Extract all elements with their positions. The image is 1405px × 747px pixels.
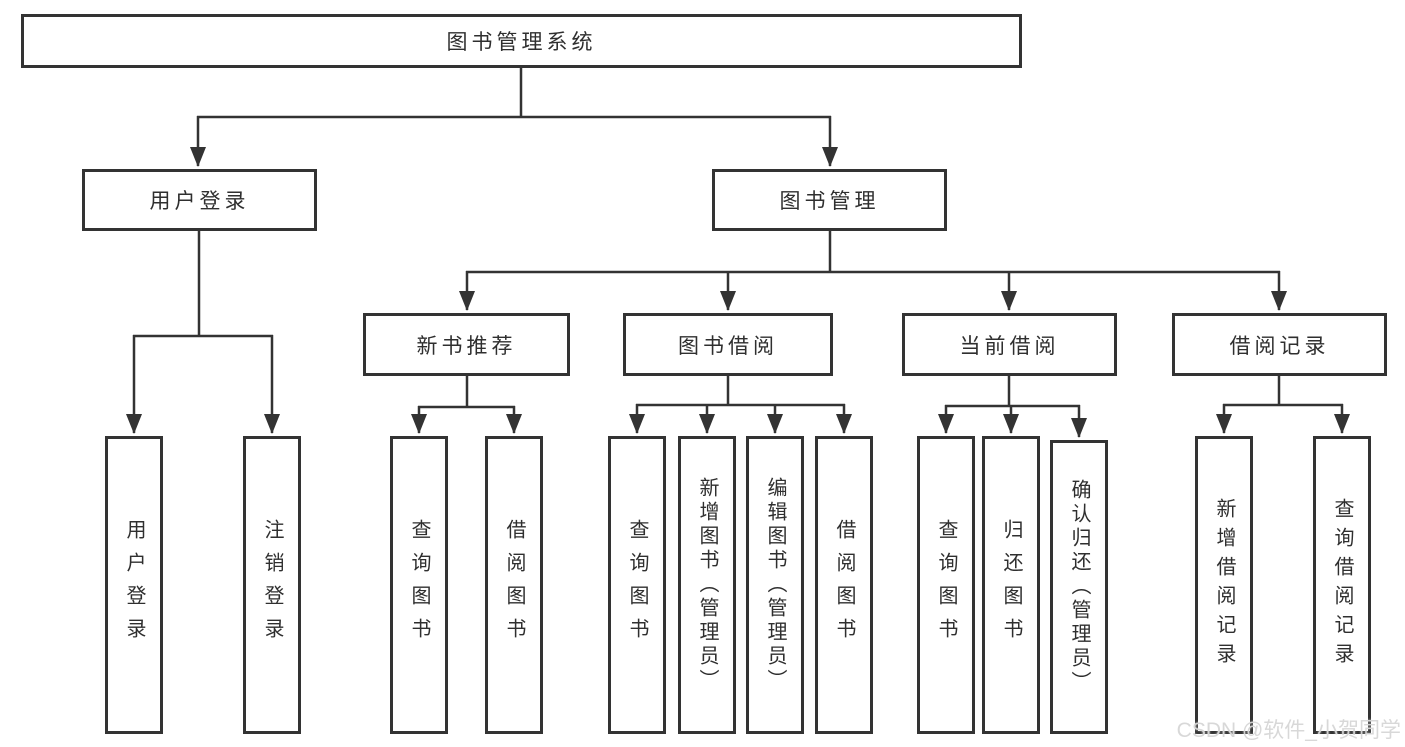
leaf-edit-books-admin: 编辑图书（管理员） (746, 436, 804, 734)
node-book-mgmt: 图书管理 (712, 169, 947, 231)
connector-root-to-level2 (190, 67, 838, 167)
connector-line (945, 375, 1080, 408)
leaf-query-books-2-label: 查询图书 (626, 519, 648, 651)
connector-line (466, 230, 1280, 274)
node-book-borrow: 图书借阅 (623, 313, 833, 376)
leaf-edit-books-admin-label: 编辑图书（管理员） (764, 477, 786, 693)
connector-line (418, 375, 515, 409)
leaf-return-books: 归还图书 (982, 436, 1040, 734)
leaf-borrow-books-1: 借阅图书 (485, 436, 543, 734)
node-current-borrow: 当前借阅 (902, 313, 1117, 376)
leaf-add-books-admin-label: 新增图书（管理员） (696, 477, 718, 693)
leaf-add-borrow-record: 新增借阅记录 (1195, 436, 1253, 734)
leaf-query-books-1: 查询图书 (390, 436, 448, 734)
node-borrow-records: 借阅记录 (1172, 313, 1387, 376)
connector-book-borrow-children (629, 375, 852, 434)
connector-line (197, 67, 831, 119)
leaf-borrow-books-1-label: 借阅图书 (503, 519, 525, 651)
connector-line (133, 230, 273, 338)
connector-line (1223, 375, 1343, 407)
leaf-borrow-books-2-label: 借阅图书 (833, 519, 855, 651)
leaf-logout-label: 注销登录 (261, 519, 283, 651)
leaf-query-borrow-record-label: 查询借阅记录 (1331, 498, 1353, 672)
connector-user-login-children (126, 230, 280, 434)
node-user-login: 用户登录 (82, 169, 317, 231)
leaf-confirm-return-admin-label: 确认归还（管理员） (1068, 479, 1090, 695)
leaf-add-borrow-record-label: 新增借阅记录 (1213, 498, 1235, 672)
leaf-user-login: 用户登录 (105, 436, 163, 734)
leaf-add-books-admin: 新增图书（管理员） (678, 436, 736, 734)
leaf-return-books-label: 归还图书 (1000, 519, 1022, 651)
connector-book-mgmt-children (459, 230, 1287, 311)
node-root-label: 图书管理系统 (446, 31, 597, 54)
node-root: 图书管理系统 (21, 14, 1022, 68)
connector-new-book-children (411, 375, 522, 434)
connector-current-borrow-children (938, 375, 1087, 438)
node-new-book-rec: 新书推荐 (363, 313, 570, 376)
node-borrow-records-label: 借阅记录 (1229, 334, 1330, 358)
leaf-borrow-books-2: 借阅图书 (815, 436, 873, 734)
node-new-book-rec-label: 新书推荐 (416, 334, 517, 358)
node-current-borrow-label: 当前借阅 (959, 334, 1060, 358)
leaf-confirm-return-admin: 确认归还（管理员） (1050, 440, 1108, 734)
leaf-query-books-3-label: 查询图书 (935, 519, 957, 651)
leaf-query-books-2: 查询图书 (608, 436, 666, 734)
csdn-watermark: CSDN @软件_小贺同学 (1176, 719, 1401, 742)
leaf-user-login-label: 用户登录 (123, 519, 145, 651)
node-user-login-label: 用户登录 (149, 190, 250, 213)
leaf-query-books-1-label: 查询图书 (408, 519, 430, 651)
leaf-query-borrow-record: 查询借阅记录 (1313, 436, 1371, 734)
connector-borrow-records-children (1216, 375, 1350, 434)
leaf-logout: 注销登录 (243, 436, 301, 734)
connector-line (636, 375, 845, 407)
leaf-query-books-3: 查询图书 (917, 436, 975, 734)
node-book-borrow-label: 图书借阅 (678, 334, 778, 358)
node-book-mgmt-label: 图书管理 (779, 190, 880, 213)
